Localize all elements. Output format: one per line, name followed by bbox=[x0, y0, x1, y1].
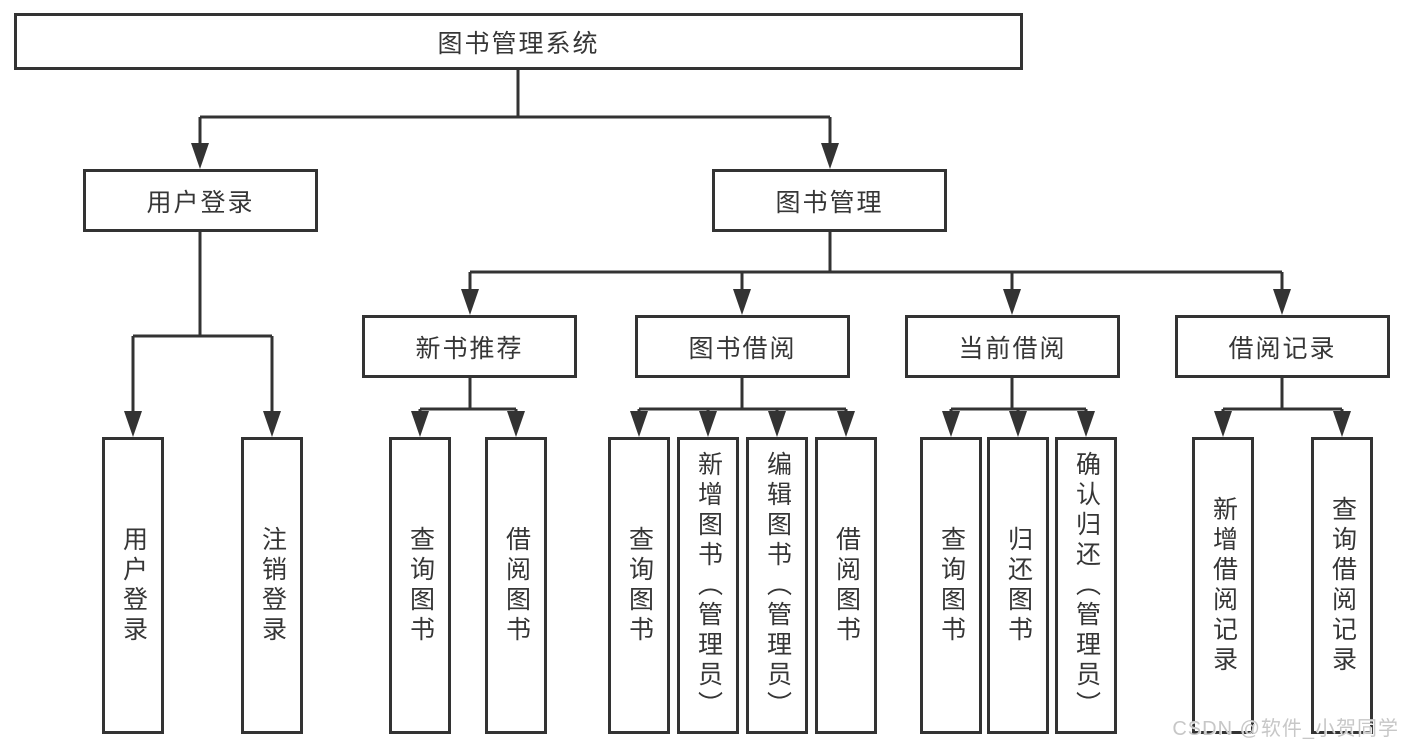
node-borrow-records: 借阅记录 bbox=[1175, 315, 1390, 378]
node-label: 新增图书（管理员） bbox=[694, 450, 723, 721]
node-label: 查询图书 bbox=[625, 525, 654, 646]
node-label: 查询借阅记录 bbox=[1328, 495, 1357, 676]
node-label: 新增借阅记录 bbox=[1209, 495, 1238, 676]
node-book-borrow: 图书借阅 bbox=[635, 315, 850, 378]
node-label: 图书管理系统 bbox=[437, 29, 600, 58]
node-label: 注销登录 bbox=[258, 525, 287, 646]
node-label: 图书借阅 bbox=[688, 334, 797, 363]
node-label: 借阅图书 bbox=[832, 525, 861, 646]
leaf-query-books-recommend: 查询图书 bbox=[389, 437, 451, 734]
node-label: 用户登录 bbox=[146, 188, 255, 217]
node-label: 查询图书 bbox=[406, 525, 435, 646]
leaf-user-login: 用户登录 bbox=[102, 437, 164, 734]
node-label: 用户登录 bbox=[119, 525, 148, 646]
node-label: 归还图书 bbox=[1004, 525, 1033, 646]
node-new-book-recommend: 新书推荐 bbox=[362, 315, 577, 378]
csdn-watermark: CSDN @软件_小贺同学 bbox=[1172, 718, 1399, 740]
leaf-borrow-books: 借阅图书 bbox=[815, 437, 877, 734]
node-label: 图书管理 bbox=[775, 188, 884, 217]
node-label: 确认归还（管理员） bbox=[1072, 450, 1101, 721]
node-label: 借阅记录 bbox=[1228, 334, 1337, 363]
leaf-confirm-return-admin: 确认归还（管理员） bbox=[1055, 437, 1117, 734]
leaf-edit-book-admin: 编辑图书（管理员） bbox=[746, 437, 808, 734]
node-label: 编辑图书（管理员） bbox=[763, 450, 792, 721]
leaf-logout-login: 注销登录 bbox=[241, 437, 303, 734]
leaf-borrow-books-recommend: 借阅图书 bbox=[485, 437, 547, 734]
node-label: 借阅图书 bbox=[502, 525, 531, 646]
node-current-borrow: 当前借阅 bbox=[905, 315, 1120, 378]
leaf-query-borrow-record: 查询借阅记录 bbox=[1311, 437, 1373, 734]
leaf-query-books-borrow: 查询图书 bbox=[608, 437, 670, 734]
node-label: 新书推荐 bbox=[415, 334, 524, 363]
leaf-add-borrow-record: 新增借阅记录 bbox=[1192, 437, 1254, 734]
leaf-return-book: 归还图书 bbox=[987, 437, 1049, 734]
node-user-login: 用户登录 bbox=[83, 169, 318, 232]
node-book-management: 图书管理 bbox=[712, 169, 947, 232]
node-label: 查询图书 bbox=[937, 525, 966, 646]
node-library-management-system: 图书管理系统 bbox=[14, 13, 1023, 70]
node-label: 当前借阅 bbox=[958, 334, 1067, 363]
leaf-add-book-admin: 新增图书（管理员） bbox=[677, 437, 739, 734]
leaf-query-books-current: 查询图书 bbox=[920, 437, 982, 734]
